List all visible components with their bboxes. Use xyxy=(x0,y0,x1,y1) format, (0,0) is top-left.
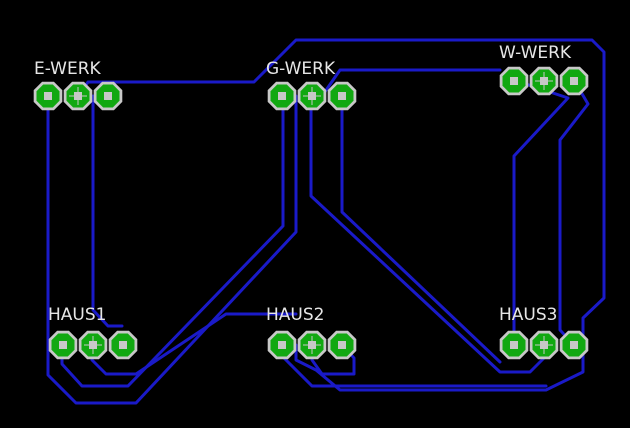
trace xyxy=(320,68,502,98)
pad xyxy=(559,66,589,96)
component-label: HAUS3 xyxy=(499,305,557,325)
pad xyxy=(529,66,559,96)
pad xyxy=(267,330,297,360)
pad xyxy=(327,81,357,111)
pad xyxy=(63,81,93,111)
pad-hole xyxy=(510,341,518,349)
components: E-WERK G-WERK W-WERK HAUS1 HAUS2 HAUS3 xyxy=(33,43,589,360)
component-haus2: HAUS2 xyxy=(266,305,357,360)
pad xyxy=(108,330,138,360)
pad-hole xyxy=(570,341,578,349)
pad-hole xyxy=(278,341,286,349)
pad-crosshair xyxy=(69,87,87,105)
pad-hole xyxy=(278,92,286,100)
pad-crosshair xyxy=(84,336,102,354)
pad-hole xyxy=(104,92,112,100)
pad xyxy=(33,81,63,111)
pad xyxy=(499,330,529,360)
component-e-werk: E-WERK xyxy=(33,59,123,111)
pad xyxy=(499,66,529,96)
component-label: G-WERK xyxy=(266,59,336,79)
component-w-werk: W-WERK xyxy=(499,43,589,96)
pad xyxy=(267,81,297,111)
pad-hole xyxy=(510,77,518,85)
component-label: E-WERK xyxy=(34,59,102,79)
component-haus1: HAUS1 xyxy=(48,305,138,360)
pad xyxy=(559,330,589,360)
pad xyxy=(529,330,559,360)
pad-crosshair xyxy=(535,72,553,90)
pad-hole xyxy=(338,92,346,100)
pad-hole xyxy=(44,92,52,100)
trace xyxy=(91,94,124,328)
component-g-werk: G-WERK xyxy=(266,59,357,111)
component-haus3: HAUS3 xyxy=(499,305,589,360)
pad xyxy=(78,330,108,360)
pad xyxy=(48,330,78,360)
pad-crosshair xyxy=(535,336,553,354)
pad-hole xyxy=(338,341,346,349)
trace xyxy=(340,94,502,364)
component-label: HAUS2 xyxy=(266,305,324,325)
pad-hole xyxy=(570,77,578,85)
pad-hole xyxy=(119,341,127,349)
pad-crosshair xyxy=(303,336,321,354)
trace xyxy=(60,94,285,388)
pad xyxy=(93,81,123,111)
component-label: W-WERK xyxy=(499,43,572,63)
trace xyxy=(46,94,298,405)
pad-crosshair xyxy=(303,87,321,105)
pad xyxy=(327,330,357,360)
component-label: HAUS1 xyxy=(48,305,106,325)
pad xyxy=(297,330,327,360)
pad-hole xyxy=(59,341,67,349)
pad xyxy=(297,81,327,111)
